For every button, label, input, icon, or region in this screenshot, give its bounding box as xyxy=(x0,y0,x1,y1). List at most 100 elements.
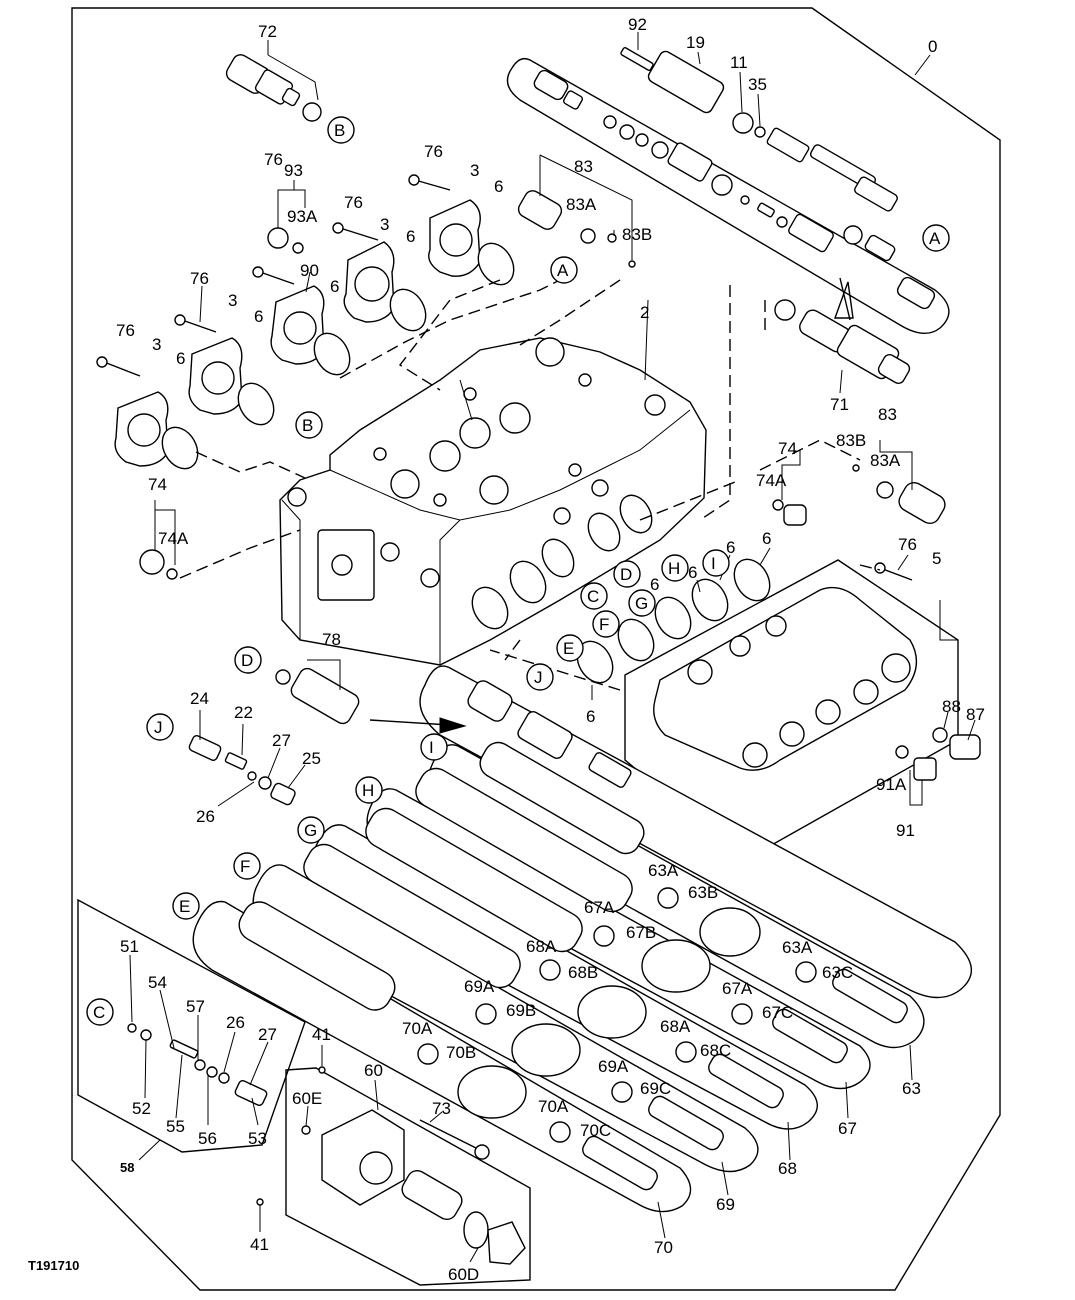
callout-69A: 69A xyxy=(464,977,495,996)
callout-83B-right: 83B xyxy=(836,431,866,450)
callout-93: 93 xyxy=(284,161,303,180)
callout-68C: 68C xyxy=(700,1041,731,1060)
callout-67B: 67B xyxy=(626,923,656,942)
callout-69B: 69B xyxy=(506,1001,536,1020)
ref-H-body: H xyxy=(661,554,689,582)
svg-text:H: H xyxy=(668,559,680,578)
callout-0: 0 xyxy=(928,37,937,56)
callout-70: 70 xyxy=(654,1238,673,1257)
callout-19: 19 xyxy=(686,33,705,52)
callout-78: 78 xyxy=(322,630,341,649)
callout-63A-right: 63A xyxy=(782,938,813,957)
circle-reference-letters: A A B B C C D D E E F F G G H H I I J J xyxy=(86,116,950,1026)
callout-52: 52 xyxy=(132,1099,151,1118)
callout-26b: 26 xyxy=(226,1013,245,1032)
svg-text:E: E xyxy=(179,897,190,916)
callout-68B: 68B xyxy=(568,963,598,982)
callout-87: 87 xyxy=(966,705,985,724)
callout-6j: 6 xyxy=(586,707,595,726)
callout-76b: 76 xyxy=(424,142,443,161)
svg-text:C: C xyxy=(587,587,599,606)
callout-6h: 6 xyxy=(688,563,697,582)
svg-text:H: H xyxy=(362,781,374,800)
svg-text:F: F xyxy=(599,615,609,634)
callout-6d: 6 xyxy=(254,307,263,326)
callout-68: 68 xyxy=(778,1159,797,1178)
svg-text:J: J xyxy=(534,668,543,687)
callout-88: 88 xyxy=(942,697,961,716)
assembly-frame xyxy=(71,7,1001,1291)
callout-24: 24 xyxy=(190,689,209,708)
callout-5: 5 xyxy=(932,549,941,568)
callout-56: 56 xyxy=(198,1129,217,1148)
callout-74A-right: 74A xyxy=(756,471,787,490)
callout-71: 71 xyxy=(830,395,849,414)
callout-70A-right: 70A xyxy=(538,1097,569,1116)
ref-C-body: C xyxy=(580,582,608,610)
callout-41-bottom: 41 xyxy=(250,1235,269,1254)
relief-valve-71 xyxy=(774,277,911,385)
svg-text:B: B xyxy=(302,416,313,435)
kit-58-parts xyxy=(127,1023,268,1106)
callout-76c: 76 xyxy=(344,193,363,212)
pilot-valve-72 xyxy=(225,54,322,122)
callout-6b: 6 xyxy=(406,227,415,246)
ref-C-kit: C xyxy=(86,998,114,1026)
callout-6g: 6 xyxy=(726,538,735,557)
callout-57: 57 xyxy=(186,997,205,1016)
callout-67: 67 xyxy=(838,1119,857,1138)
callout-labels: 0 72 92 19 11 35 76 93 93A 76 3 6 76 3 6… xyxy=(28,15,985,1284)
top-spool-group xyxy=(506,47,950,334)
callout-76e: 76 xyxy=(116,321,135,340)
callout-3a: 3 xyxy=(470,161,479,180)
svg-text:C: C xyxy=(93,1003,105,1022)
callout-25: 25 xyxy=(302,749,321,768)
callout-70B: 70B xyxy=(446,1043,476,1062)
kit-58-frame xyxy=(77,898,306,1153)
plug-83 xyxy=(517,190,636,268)
callout-74-right: 74 xyxy=(778,439,797,458)
ref-F-capsule: F xyxy=(233,852,261,880)
callout-26a: 26 xyxy=(196,807,215,826)
ref-F-body: F xyxy=(592,610,620,638)
svg-text:I: I xyxy=(711,554,716,573)
callout-70A: 70A xyxy=(402,1019,433,1038)
callout-83-right: 83 xyxy=(878,405,897,424)
callout-90: 90 xyxy=(300,261,319,280)
callout-6a: 6 xyxy=(494,177,503,196)
callout-69A-right: 69A xyxy=(598,1057,629,1076)
ref-B-body: B xyxy=(295,411,323,439)
callout-6i: 6 xyxy=(650,575,659,594)
ref-G-capsule: G xyxy=(297,816,325,844)
callout-76f: 76 xyxy=(898,535,917,554)
svg-text:D: D xyxy=(241,651,253,670)
callout-69C: 69C xyxy=(640,1079,671,1098)
callout-63C: 63C xyxy=(822,963,853,982)
ref-J-check: J xyxy=(146,713,174,741)
callout-22: 22 xyxy=(234,703,253,722)
svg-text:D: D xyxy=(620,565,632,584)
callout-68A-right: 68A xyxy=(660,1017,691,1036)
callout-76a: 76 xyxy=(264,150,283,169)
ref-A-top: A xyxy=(922,224,950,252)
callout-67C: 67C xyxy=(762,1003,793,1022)
callout-91A: 91A xyxy=(876,775,907,794)
callout-6f: 6 xyxy=(762,529,771,548)
callout-58: 58 xyxy=(120,1160,134,1175)
callout-73: 73 xyxy=(432,1099,451,1118)
callout-60E: 60E xyxy=(292,1089,322,1108)
callout-55: 55 xyxy=(166,1117,185,1136)
ref-E-capsule: E xyxy=(172,892,200,920)
callout-76d: 76 xyxy=(190,269,209,288)
ref-I-body: I xyxy=(702,549,730,577)
o-rings-6 xyxy=(576,558,771,684)
svg-text:E: E xyxy=(563,639,574,658)
svg-text:A: A xyxy=(929,229,941,248)
callout-27a: 27 xyxy=(272,731,291,750)
ref-H-capsule: H xyxy=(355,776,383,804)
callout-51: 51 xyxy=(120,937,139,956)
callout-74-left: 74 xyxy=(148,475,167,494)
callout-63A: 63A xyxy=(648,861,679,880)
dashed-connectors xyxy=(179,279,881,691)
